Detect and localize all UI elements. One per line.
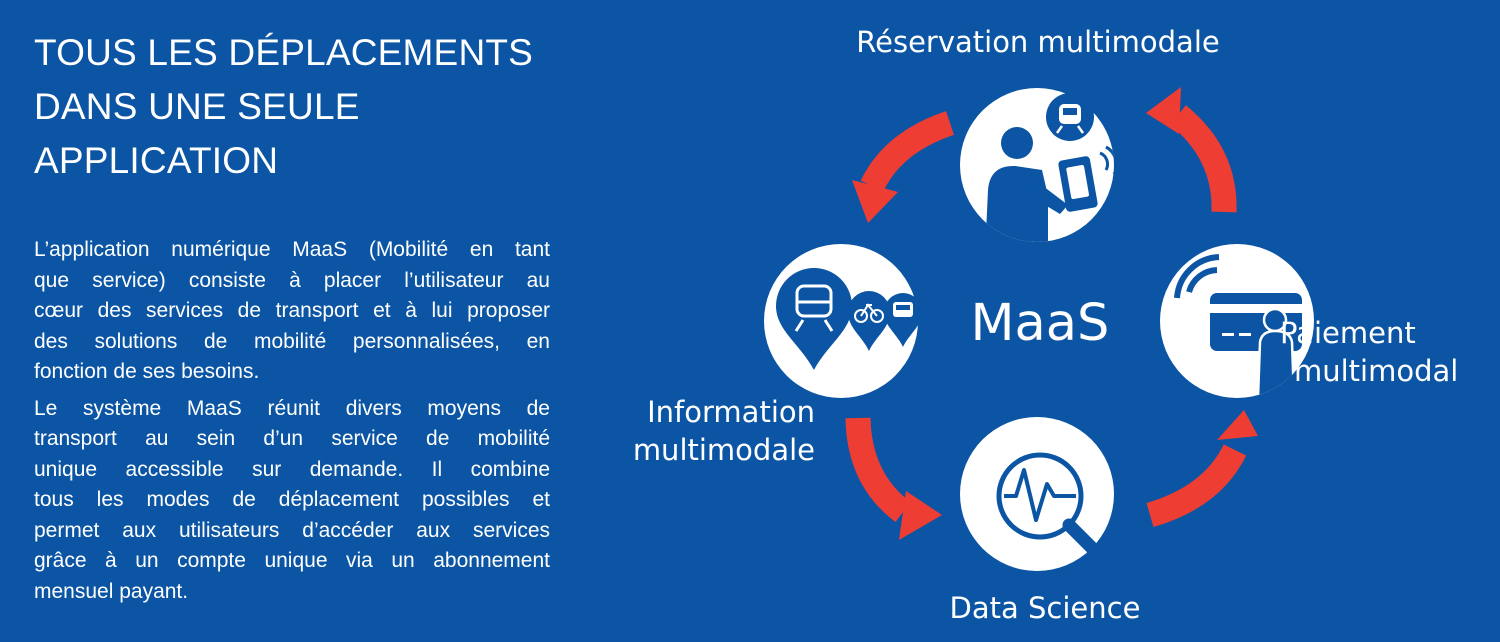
text-line: Le système MaaS réunit divers moyens de	[34, 396, 550, 420]
payment-label-line2: multimodal	[1294, 354, 1458, 388]
train-icon	[1046, 93, 1094, 141]
intro-paragraph: L’application numérique MaaS (Mobilité e…	[34, 235, 550, 388]
payment-node	[1160, 244, 1314, 398]
arrow-top-right-icon	[1146, 87, 1237, 213]
bike-pin-icon	[848, 291, 890, 351]
data-science-node	[960, 417, 1114, 571]
bus-pin-icon	[884, 293, 922, 347]
arrow-bottom-right-icon	[1146, 410, 1258, 528]
train-pin-icon	[776, 268, 852, 370]
person-phone-icon	[985, 127, 1114, 242]
cycle-arrows	[845, 87, 1258, 540]
system-paragraph: Le système MaaS réunit divers moyens de …	[34, 394, 550, 608]
text-line: unique accessible sur demande. Il combin…	[34, 457, 550, 481]
information-label-line1: Information	[647, 395, 815, 429]
center-label: MaaS	[971, 294, 1110, 353]
text-line: des solutions de mobilité personnalisées…	[34, 329, 550, 353]
text-line: permet aux utilisateurs d’accéder aux se…	[34, 518, 550, 542]
text-line: mensuel payant.	[34, 579, 189, 603]
text-line: grâce à un compte unique via un abonneme…	[34, 549, 550, 572]
arrow-bottom-left-icon	[845, 417, 942, 540]
arrow-top-left-icon	[852, 111, 955, 223]
text-line: L’application numérique MaaS (Mobilité e…	[34, 238, 550, 261]
title-line: Tous les déplacements	[34, 32, 534, 73]
information-label-line2: multimodale	[633, 433, 815, 467]
text-line: cœur des services de transport et à lui …	[34, 299, 550, 322]
text-column: Tous les déplacements dans une seule app…	[34, 26, 550, 613]
reservation-node	[960, 88, 1114, 242]
title-line: application	[34, 140, 279, 181]
magnifier-chart-icon	[996, 452, 1103, 559]
reservation-label: Réservation multimodale	[856, 25, 1219, 59]
text-line: tous les modes de déplacement possibles …	[34, 488, 550, 511]
data-science-label: Data Science	[950, 591, 1141, 625]
information-node	[764, 244, 922, 398]
page-title: Tous les déplacements dans une seule app…	[34, 26, 550, 188]
text-line: que service) consiste à placer l’utilisa…	[34, 268, 550, 292]
title-line: dans une seule	[34, 86, 360, 127]
text-line: fonction de ses besoins.	[34, 360, 260, 383]
payment-label-line1: Paiement	[1280, 316, 1416, 350]
text-line: transport au sein d’un service de mobili…	[34, 427, 550, 450]
